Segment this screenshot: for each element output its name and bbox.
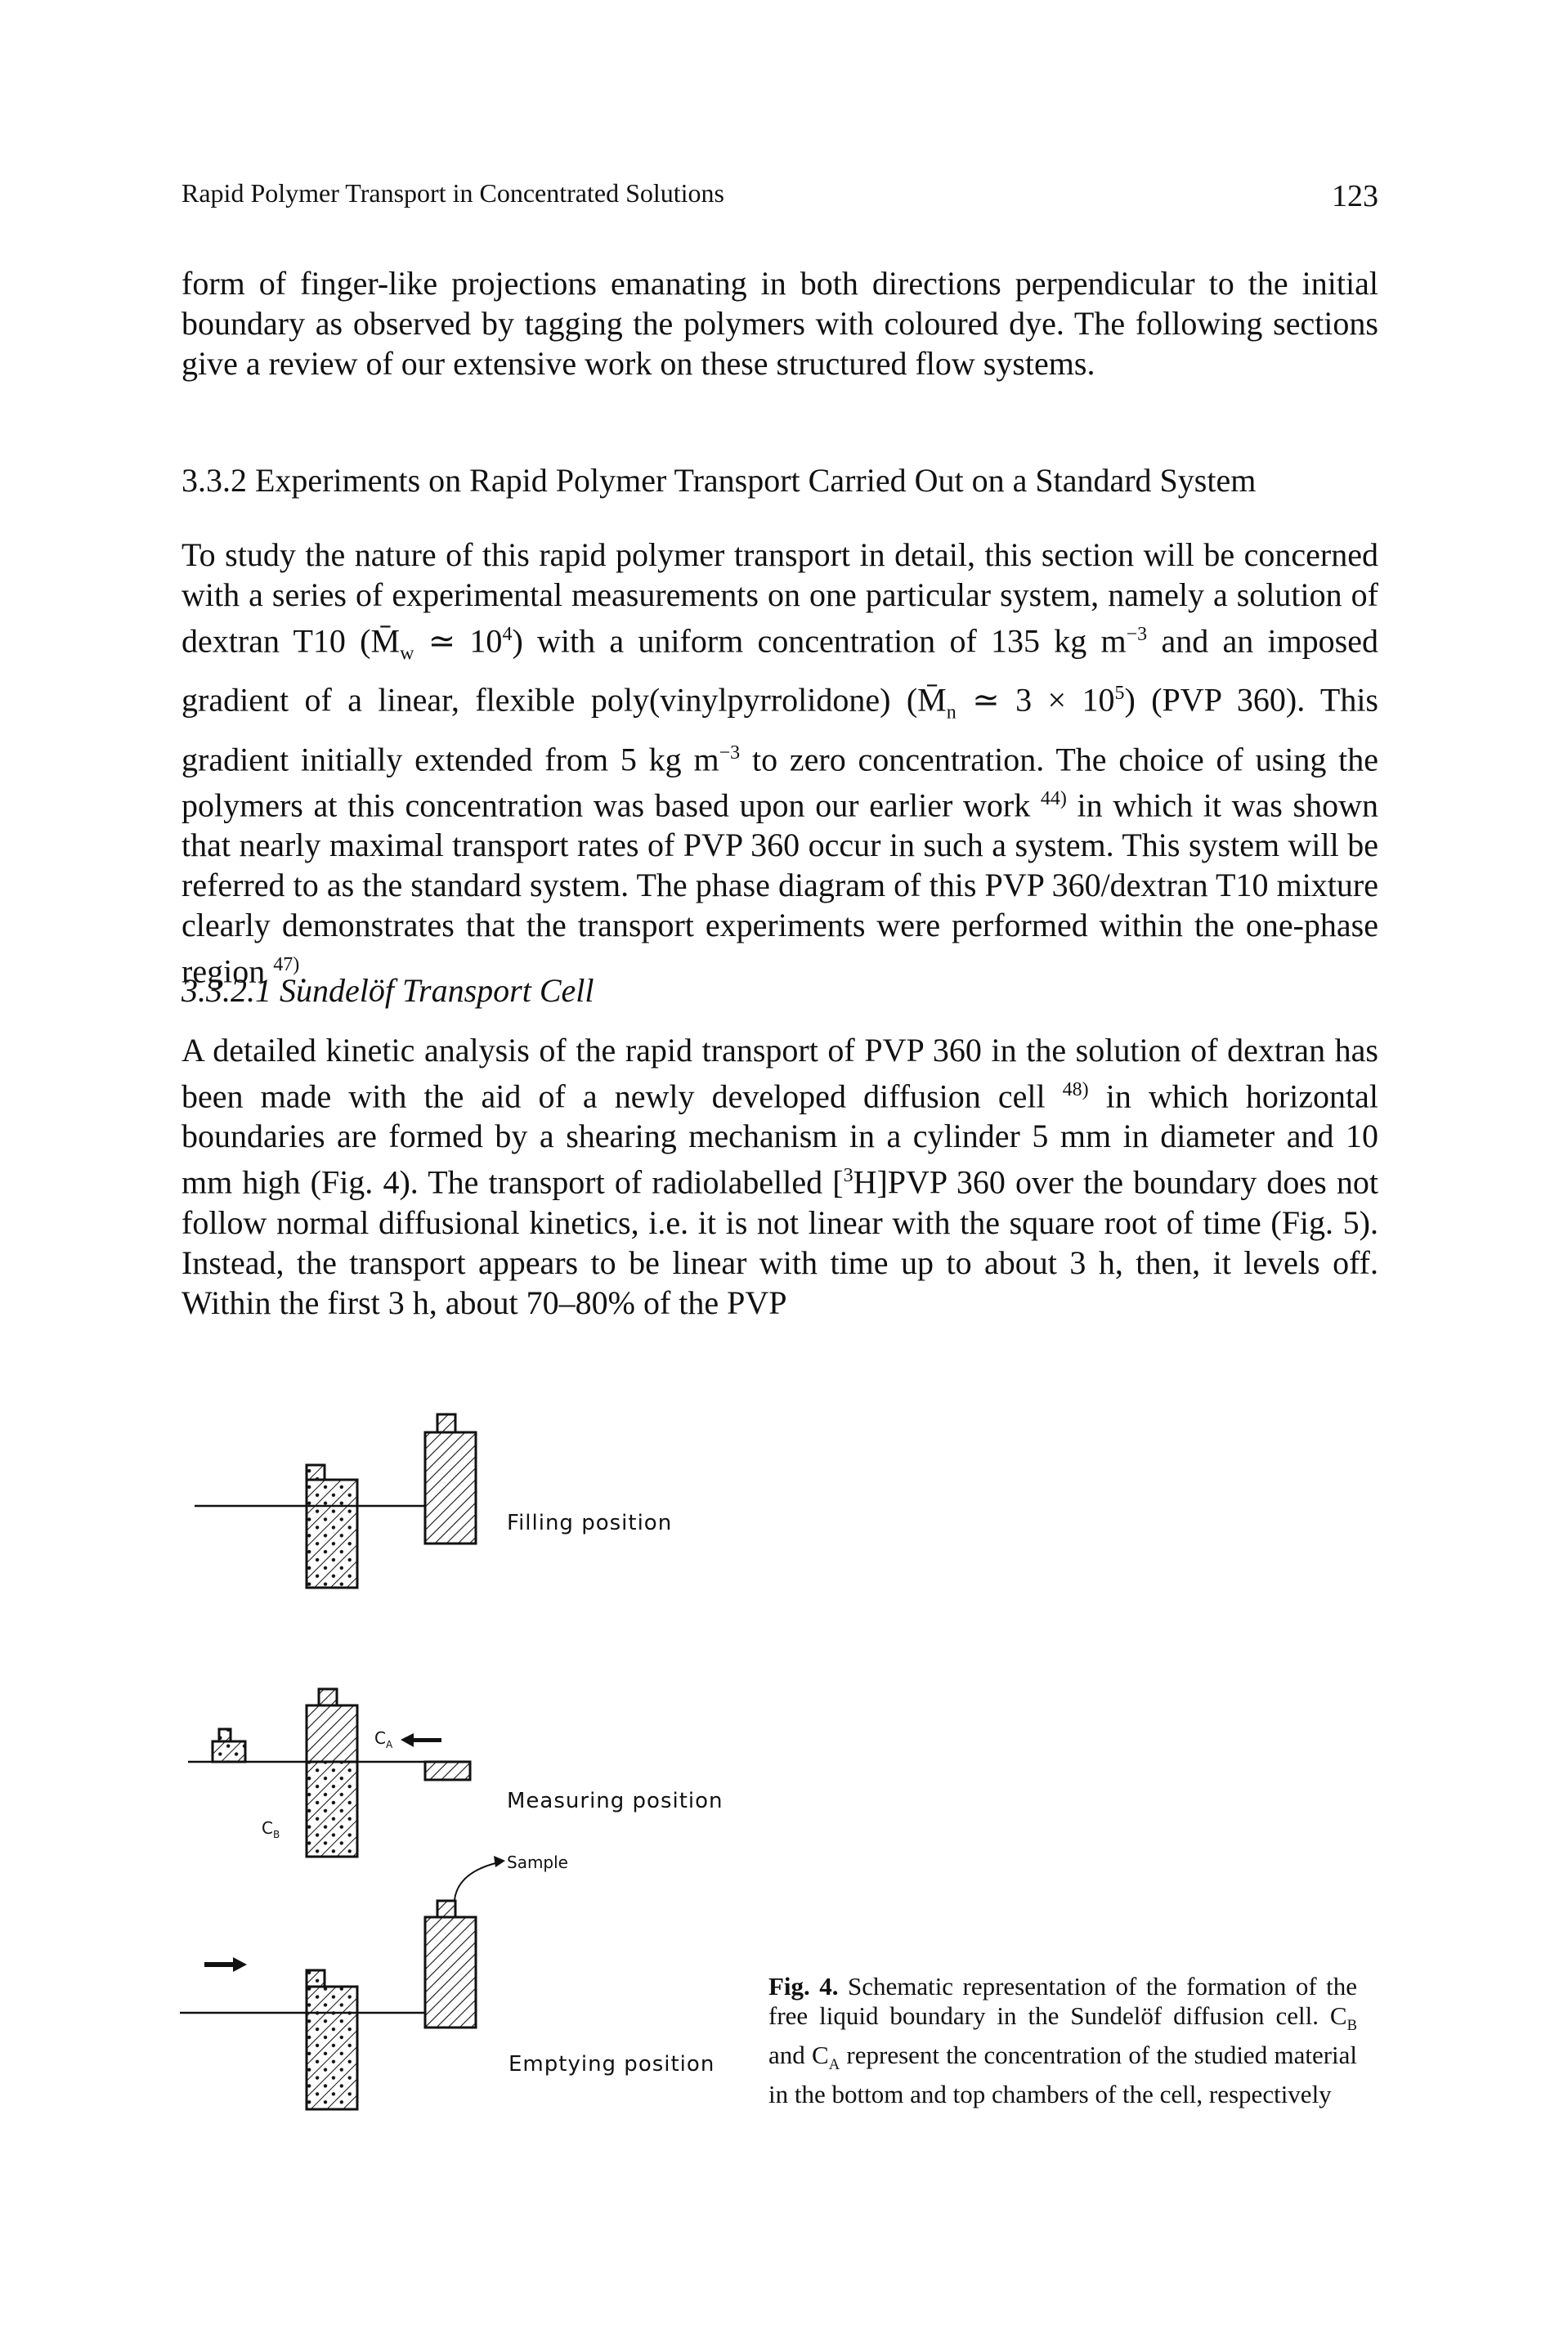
figure-4-diagram: Filling position Measuring position Empt… [164, 1398, 785, 2216]
paragraph-3: A detailed kinetic analysis of the rapid… [181, 1032, 1378, 1321]
paragraph-1: form of finger-like projections emanatin… [181, 265, 1378, 382]
emptying-position-diagram [180, 1856, 505, 2111]
running-title: Rapid Polymer Transport in Concentrated … [181, 178, 724, 208]
measuring-position-diagram [188, 1687, 472, 1858]
label-cb: CB [262, 1818, 280, 1840]
filling-position-diagram [195, 1413, 477, 1589]
label-sample: Sample [507, 1853, 568, 1872]
label-emptying-position: Emptying position [508, 2052, 715, 2077]
subsection-heading: 3.3.2.1 Sundelöf Transport Cell [181, 972, 594, 1009]
label-ca: CA [374, 1728, 393, 1750]
label-filling-position: Filling position [507, 1511, 673, 1535]
running-head: Rapid Polymer Transport in Concentrated … [181, 178, 1378, 214]
cell-schematic [180, 1413, 505, 2111]
label-measuring-position: Measuring position [507, 1789, 724, 1813]
section-heading: 3.3.2 Experiments on Rapid Polymer Trans… [181, 462, 1257, 499]
paragraph-2: To study the nature of this rapid polyme… [181, 536, 1379, 990]
page-number: 123 [1332, 179, 1378, 213]
figure-caption: Fig. 4. Schematic representation of the … [768, 1972, 1358, 2109]
